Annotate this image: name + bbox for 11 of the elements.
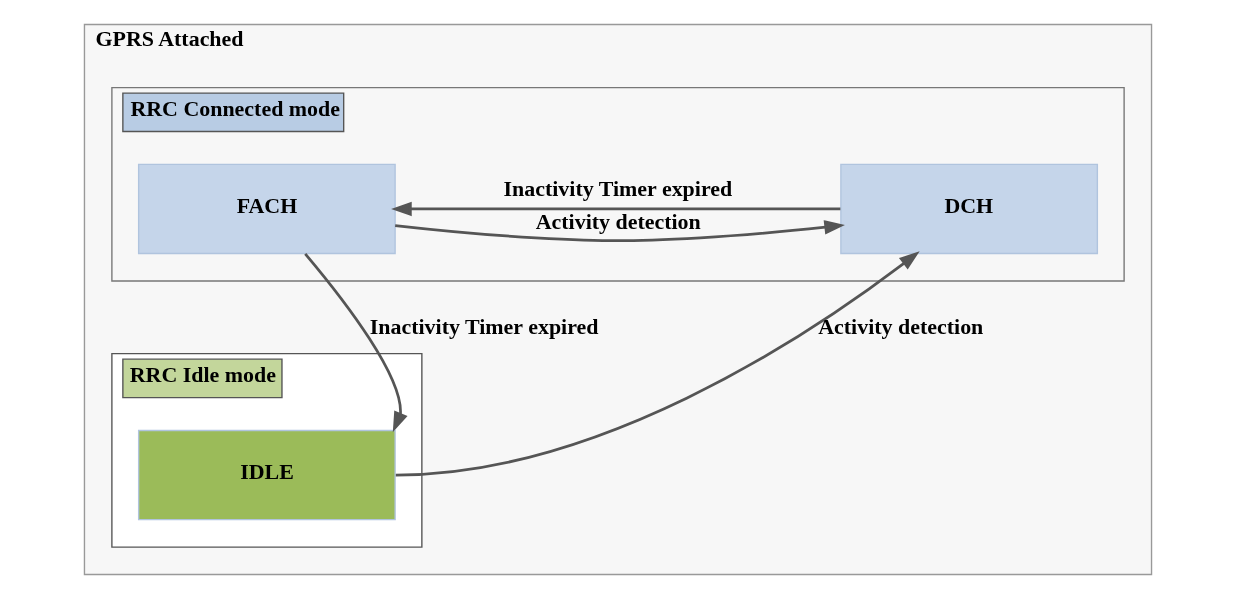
node-box: DCH — [840, 163, 1099, 255]
arrow — [391, 201, 841, 217]
edge-label: Activity detection — [535, 209, 701, 235]
node-box: FACH — [137, 163, 396, 255]
edge-label: Activity detection — [818, 314, 984, 340]
arrow — [395, 251, 920, 477]
edge-label: Inactivity Timer expired — [503, 176, 733, 202]
arrow — [304, 253, 408, 433]
edge-label: Inactivity Timer expired — [369, 314, 599, 340]
arrow — [395, 220, 845, 243]
node-box: IDLE — [137, 429, 396, 521]
